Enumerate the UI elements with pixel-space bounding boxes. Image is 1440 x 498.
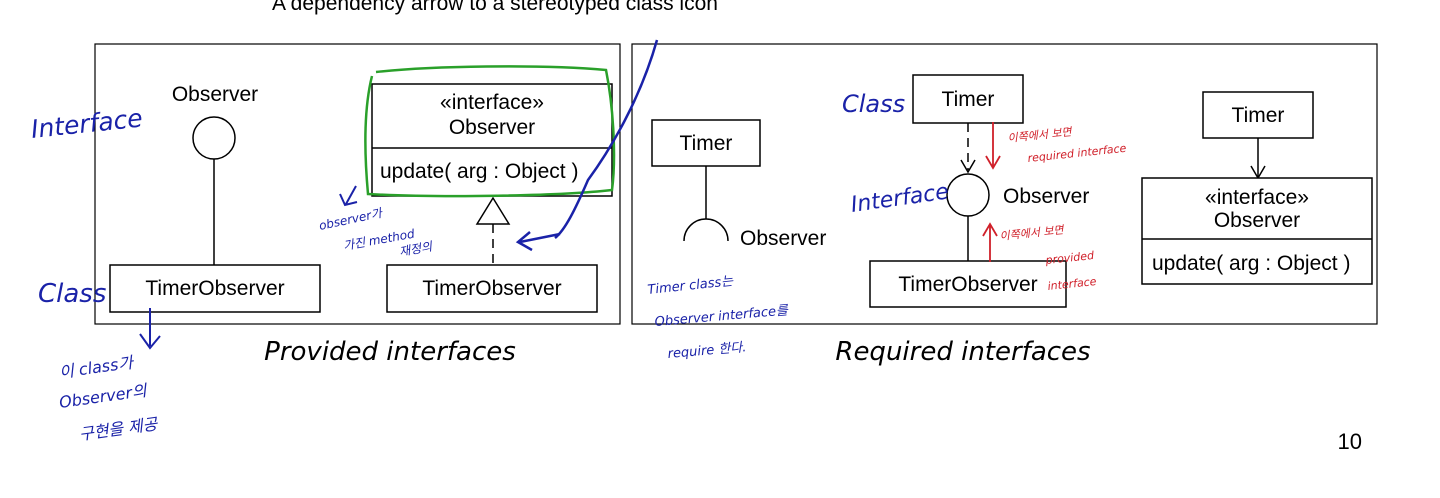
lollipop-interface-label: Observer <box>172 83 258 106</box>
interface-class-box <box>371 83 613 197</box>
interface-operation: update( arg : Object ) <box>380 160 578 183</box>
socket-interface-label: Observer <box>740 227 826 250</box>
required-caption: Required interfaces <box>835 337 1090 367</box>
right-interface-stereotype: «interface» <box>1205 186 1309 209</box>
mid-interface-circle <box>946 173 990 217</box>
annotation-required-note-2: required interface <box>1027 142 1127 165</box>
mid-dependency-arrowhead <box>960 159 976 174</box>
annotation-provided-note-1: 이쪽에서 보면 <box>999 223 1066 243</box>
mid-interface-label: Observer <box>1003 185 1089 208</box>
blue-pointer-stroke <box>554 39 659 239</box>
annotation-required-note-1: 이쪽에서 보면 <box>1007 125 1074 145</box>
annotation-interface-left: Interface <box>30 103 144 144</box>
required-panel: Timer Observer Timer Observer TimerObser… <box>631 43 1378 325</box>
annotation-timer-note-2: Observer interface를 <box>654 303 790 330</box>
realization-arrowhead <box>475 196 511 225</box>
annotation-class-mid: Class <box>842 90 905 118</box>
blue-arrow-class-down <box>139 308 161 350</box>
socket-class-name: Timer <box>680 132 733 155</box>
implementing-class-name: TimerObserver <box>422 277 561 300</box>
annotation-class-note-1: 이 class가 <box>58 352 136 381</box>
lollipop-class-box <box>109 264 321 313</box>
annotation-observer-note-1: observer가 <box>318 206 385 233</box>
interface-class-name: Observer <box>449 116 535 139</box>
annotation-class-note-3: 구현을 제공 <box>78 414 160 444</box>
page-number: 10 <box>1338 429 1362 454</box>
annotation-interface-mid: Interface <box>849 179 950 217</box>
red-arrow-provided <box>982 222 998 262</box>
annotation-provided-note-3: interface <box>1047 275 1097 293</box>
socket-half-circle <box>683 218 729 242</box>
slide-title: A dependency arrow to a stereotyped clas… <box>272 0 718 15</box>
annotation-timer-note-1: Timer class는 <box>647 274 735 298</box>
interface-stereotype: «interface» <box>440 91 544 114</box>
implementing-class-box <box>386 264 598 313</box>
blue-arrow-to-operation <box>339 185 358 207</box>
mid-timerobserver-name: TimerObserver <box>898 273 1037 296</box>
right-interface-box <box>1141 177 1373 285</box>
provided-panel-frame <box>94 43 621 325</box>
green-highlight-outline <box>364 65 616 198</box>
red-arrow-required <box>985 122 1001 170</box>
annotation-class-left: Class <box>38 279 106 309</box>
mid-timer-name: Timer <box>942 88 995 111</box>
annotation-observer-note-3: 재정의 <box>398 239 434 259</box>
right-timer-box <box>1202 91 1314 139</box>
lollipop-interface-circle <box>192 116 236 160</box>
annotation-class-note-2: Observer의 <box>58 381 149 412</box>
right-timer-name: Timer <box>1232 104 1285 127</box>
annotation-timer-note-3: require 한다. <box>667 340 747 362</box>
provided-caption: Provided interfaces <box>264 337 516 367</box>
lollipop-class-name: TimerObserver <box>145 277 284 300</box>
required-panel-frame <box>631 43 1378 325</box>
mid-timer-box <box>912 74 1024 124</box>
right-interface-operation: update( arg : Object ) <box>1152 252 1350 275</box>
provided-panel: Observer TimerObserver «interface» Obser… <box>94 43 621 325</box>
right-interface-name: Observer <box>1214 209 1300 232</box>
blue-arrow-to-realization <box>515 231 561 252</box>
annotation-provided-note-2: provided <box>1044 249 1096 267</box>
mid-timerobserver-box <box>869 260 1067 308</box>
